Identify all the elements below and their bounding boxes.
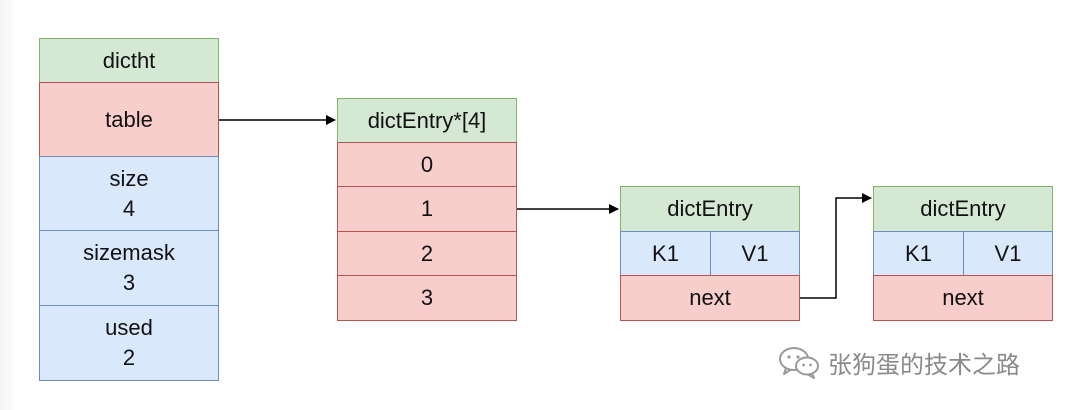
entry-1-header: dictEntry	[620, 186, 800, 232]
dictht-table-field: table	[39, 82, 219, 157]
size-value: 4	[122, 195, 136, 221]
left-edge-shadow	[0, 0, 16, 410]
watermark: 张狗蛋的技术之路	[778, 344, 1020, 380]
entry-1-value: V1	[710, 231, 800, 276]
entry-1-key: K1	[620, 231, 711, 276]
wechat-icon	[779, 347, 819, 379]
dictht-sizemask-field: sizemask 3	[39, 230, 219, 306]
bucket-array-header: dictEntry*[4]	[337, 98, 517, 143]
bucket-slot-3: 3	[337, 275, 517, 321]
bucket-slot-1: 1	[337, 186, 517, 232]
bucket-slot-0: 0	[337, 142, 517, 187]
used-label: used	[105, 315, 153, 340]
dictht-used-field: used 2	[39, 305, 219, 381]
dictht-size-field: size 4	[39, 156, 219, 231]
sizemask-label: sizemask	[83, 240, 175, 265]
entry-1-next: next	[620, 275, 800, 321]
entry-2-header: dictEntry	[873, 186, 1053, 232]
sizemask-value: 3	[122, 270, 136, 295]
bucket-slot-2: 2	[337, 231, 517, 276]
next-to-entry-arrow	[800, 193, 872, 299]
watermark-text: 张狗蛋的技术之路	[828, 350, 1020, 379]
entry-2-next: next	[873, 275, 1053, 321]
size-label: size	[109, 165, 149, 191]
used-value: 2	[122, 345, 136, 370]
